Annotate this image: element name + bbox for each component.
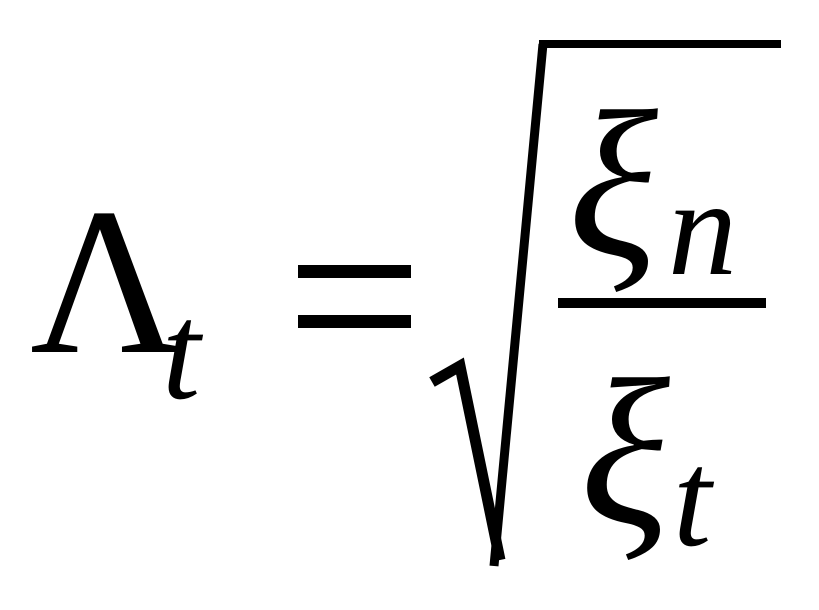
radical-sign (429, 40, 781, 567)
denominator-subscript: t (673, 422, 715, 575)
radical-hook (429, 357, 506, 562)
numerator-xi: ξ (568, 69, 658, 301)
lambda-subscript: t (162, 275, 204, 428)
numerator-subscript: n (668, 151, 737, 304)
equals-bar-bottom (298, 315, 411, 328)
equals-sign (298, 265, 411, 328)
equals-bar-top (298, 265, 411, 278)
denominator-xi: ξ (580, 337, 670, 569)
denominator-group: ξ t (580, 337, 715, 575)
numerator-group: ξ n (568, 69, 737, 304)
radical-stroke (489, 43, 548, 567)
lhs-group: Λ t (30, 166, 204, 428)
radical-vinculum (539, 40, 781, 48)
fraction-bar (558, 298, 766, 308)
lambda-symbol: Λ (30, 166, 182, 398)
